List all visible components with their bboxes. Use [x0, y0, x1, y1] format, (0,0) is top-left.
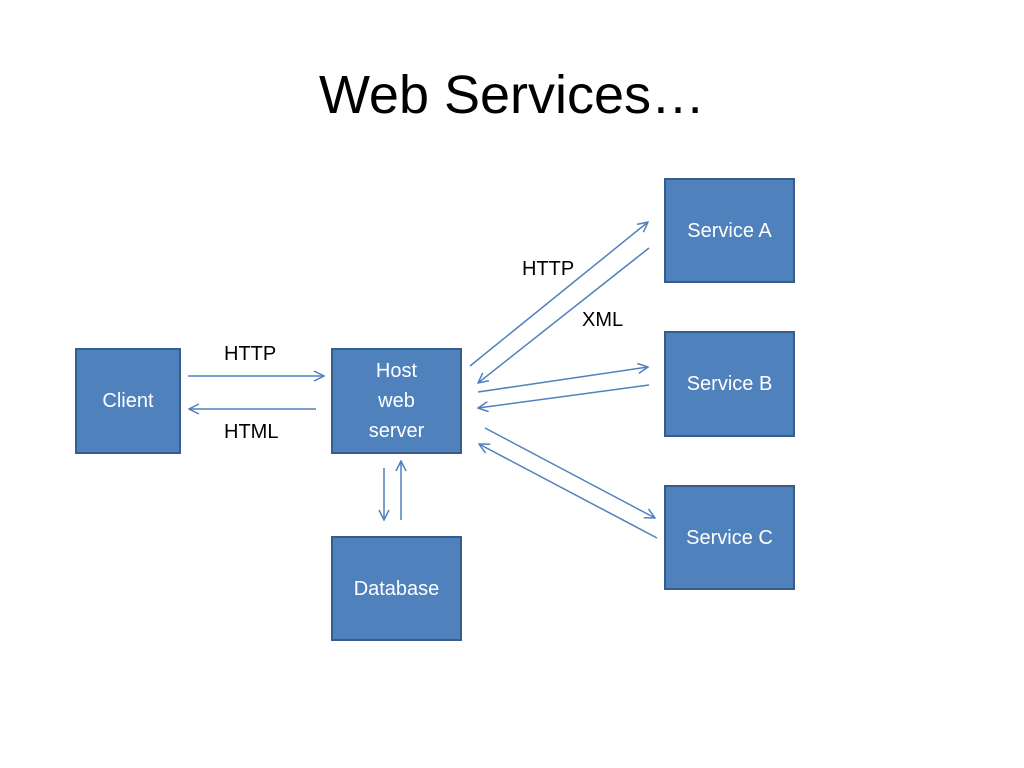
service-c-node: Service C — [664, 485, 795, 590]
client-node: Client — [75, 348, 181, 454]
service-b-node: Service B — [664, 331, 795, 437]
host-web-server-node: Host web server — [331, 348, 462, 454]
edge-label-host-service-a-response: XML — [582, 309, 624, 331]
host-web-server-label: Host web server — [368, 360, 425, 442]
service-a-node: Service A — [664, 178, 795, 283]
arrow-host-to-service-c — [484, 427, 655, 518]
arrow-host-to-service-a — [469, 222, 648, 367]
slide-title: Web Services… — [318, 65, 706, 125]
service-c-label: Service C — [686, 526, 773, 549]
service-b-label: Service B — [686, 373, 773, 395]
arrow-host-to-service-b — [477, 367, 648, 393]
edge-label-client-host-request: HTTP — [224, 343, 277, 365]
edge-label-client-host-response: HTML — [224, 421, 279, 443]
edge-label-host-service-a-request: HTTP — [522, 258, 575, 280]
database-node: Database — [331, 536, 462, 641]
arrow-service-b-to-host — [478, 384, 650, 408]
arrow-service-a-to-host — [478, 247, 650, 383]
client-label: Client — [102, 390, 154, 412]
arrow-service-c-to-host — [479, 444, 658, 539]
service-a-label: Service A — [687, 219, 772, 242]
database-label: Database — [353, 577, 440, 600]
